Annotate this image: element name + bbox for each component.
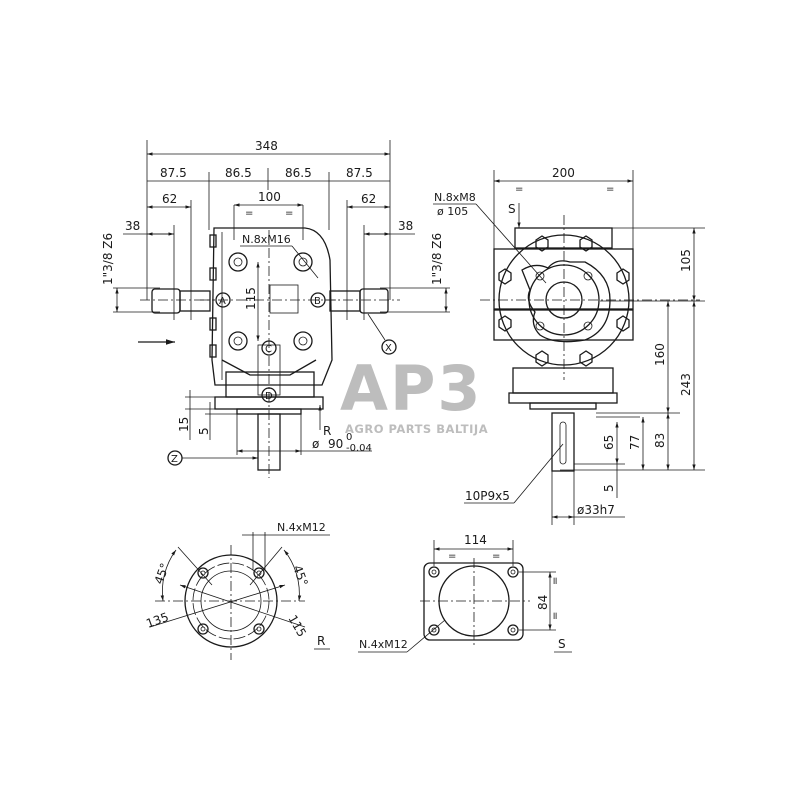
bolt-hole-icon [253,623,265,635]
dim-vertical-spacing: 115 [244,287,258,310]
point-marker-d: D [261,387,277,403]
hex-bolt-icon [498,268,512,285]
equal-mark: = [492,551,500,562]
bolt-hole-icon [428,566,440,578]
point-marker-a: A [215,292,231,308]
pilot-tol-lower: -0.04 [346,443,372,454]
angle-right: 45° [290,563,310,588]
bolt-icon [293,331,313,351]
bolt-circle-side: ø 105 [437,205,468,218]
dim-spline-left: 38 [125,219,140,233]
equal-mark: = [448,551,456,562]
bolt-hole-icon [428,624,440,636]
view-s-flange: 114 = = 84 = = N.4xM12 S [358,533,572,653]
dim-segment-2: 86.5 [225,166,252,180]
equal-mark: = [285,208,293,219]
dim-5-side: 5 [602,484,616,492]
point-marker-c: C [261,340,277,356]
pilot-tol-upper: 0 [346,432,352,443]
shaft-diameter: ø33h7 [577,503,615,517]
point-marker-b: B [310,292,326,308]
dim-65: 65 [602,435,616,450]
svg-text:C: C [265,344,272,355]
bolt-pattern-r: N.4xM12 [277,521,326,534]
view-ref-r: R [323,424,331,438]
dim-105: 105 [679,249,693,272]
watermark: AP3 AGRO PARTS BALTIJA [340,352,488,436]
dim-5: 5 [197,427,211,435]
bolt-hole-icon [253,567,265,579]
hex-bolt-icon [579,235,593,252]
dim-overall-width: 348 [255,139,278,153]
dim-s-width: 114 [464,533,487,547]
equal-mark: = [245,208,253,219]
bolt-icon [293,252,313,272]
view-ref-s: S [508,202,516,216]
dim-77: 77 [628,435,642,450]
hex-bolt-icon [535,235,549,252]
bolt-hole-icon [197,567,209,579]
front-view: 348 87.5 86.5 86.5 87.5 62 62 100 = = 38… [101,139,450,478]
view-r-label: R [317,634,325,648]
pilot-diameter: 90 [328,437,343,451]
angle-left: 45° [152,561,172,586]
view-s-label: S [558,637,566,651]
dim-shaft-left: 62 [162,192,177,206]
point-marker-z: Z [167,450,258,466]
gearbox-body-front [200,227,340,478]
hex-bolt-icon [616,268,630,285]
dim-243: 243 [679,373,693,396]
bolt-hole-icon [507,624,519,636]
bolt-hole-icon [507,566,519,578]
shaft-spec-right: 1"3/8 Z6 [430,233,444,285]
dim-s-height: 84 [536,595,550,610]
equal-mark: = [550,577,561,585]
shaft-spec-left: 1"3/8 Z6 [101,233,115,285]
dim-segment-1: 87.5 [160,166,187,180]
equal-mark: = [515,184,523,195]
watermark-logo: AP3 [340,352,483,425]
bolt-pattern-side: N.8xM8 [434,191,476,204]
dim-segment-3: 86.5 [285,166,312,180]
bolt-pattern-s: N.4xM12 [359,638,408,651]
bolt-icon [228,331,248,351]
hex-bolt-icon [498,315,512,332]
dim-83: 83 [653,433,667,448]
hex-bolt-icon [616,315,630,332]
view-r-flange: 45° 45° 135 115 N.4xM12 R [144,521,330,660]
svg-text:B: B [314,296,321,307]
svg-text:Z: Z [171,454,178,465]
key-spec: 10P9x5 [465,489,510,503]
hex-bolt-icon [535,350,549,367]
svg-text:D: D [265,391,273,402]
hex-bolt-icon [579,350,593,367]
dim-side-width: 200 [552,166,575,180]
diameter-symbol: ø [312,437,319,451]
equal-mark: = [606,184,614,195]
side-view: 200 = = N.8xM8 ø 105 S [433,166,705,525]
bolt-pattern-front: N.8xM16 [242,233,291,246]
dim-segment-4: 87.5 [346,166,373,180]
svg-text:X: X [385,343,392,354]
output-shaft-right [325,288,400,314]
dim-15: 15 [177,417,191,432]
dim-spline-right: 38 [398,219,413,233]
watermark-tagline: AGRO PARTS BALTIJA [345,422,488,436]
equal-mark: = [550,612,561,620]
bolt-hole-icon [197,623,209,635]
point-marker-x: X [367,313,397,355]
svg-text:A: A [219,296,226,307]
input-shaft-left [140,288,215,314]
dia-outer: 135 [144,610,170,631]
dim-shaft-right: 62 [361,192,376,206]
dim-160: 160 [653,343,667,366]
dim-flange-width: 100 [258,190,281,204]
bolt-icon [228,252,248,272]
dia-inner: 115 [285,613,309,640]
